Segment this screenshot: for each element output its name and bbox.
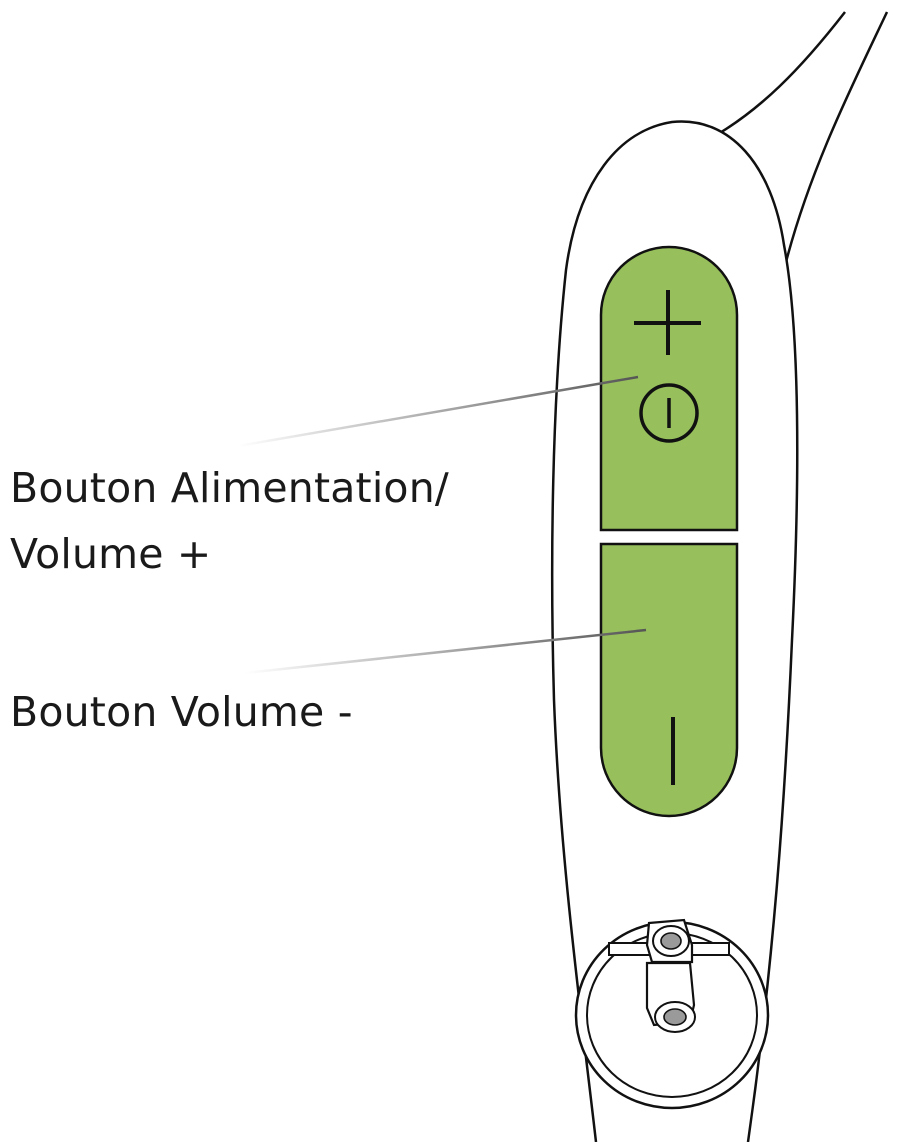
power-volume-up-label-line2: Volume +: [10, 530, 212, 578]
plus-icon: [634, 290, 701, 355]
power-volume-up-label-line1: Bouton Alimentation/: [10, 464, 449, 512]
power-volume-up-button[interactable]: [599, 245, 739, 532]
volume-down-button[interactable]: [599, 542, 739, 818]
volume-down-leader-line: [244, 628, 647, 675]
charging-connector-icon: [574, 918, 770, 1110]
volume-down-label: Bouton Volume -: [10, 688, 353, 736]
neckband-strap: [712, 11, 889, 263]
power-icon: [639, 383, 699, 443]
power-button-leader-line: [237, 375, 639, 448]
